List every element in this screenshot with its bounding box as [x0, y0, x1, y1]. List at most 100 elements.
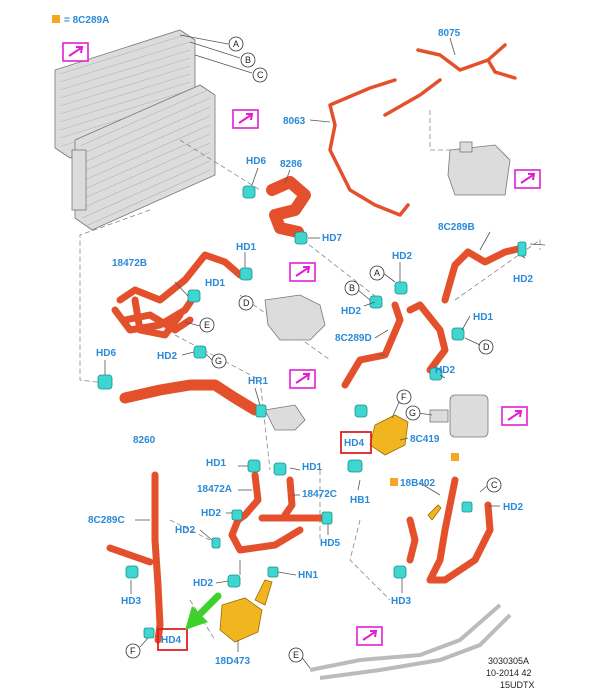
label-hd4-lower: HD4 — [161, 635, 181, 646]
ref-circle-e-1: E — [199, 317, 215, 333]
hose-18B402-group — [406, 476, 494, 584]
label-8075: 8075 — [438, 28, 461, 39]
hose-8075 — [416, 43, 517, 80]
label-hd3-left: HD3 — [121, 596, 141, 607]
label-hd7: HD7 — [322, 233, 342, 244]
svg-text:G: G — [215, 356, 222, 366]
svg-text:B: B — [349, 283, 355, 293]
ref-circle-g-1: G — [211, 353, 227, 369]
svg-text:E: E — [204, 320, 210, 330]
thermostat-housing — [264, 404, 306, 431]
svg-text:D: D — [243, 298, 250, 308]
metal-pipe-assembly — [309, 603, 512, 680]
label-hd2-c: HD2 — [341, 306, 361, 317]
green-arrow-icon — [185, 592, 222, 630]
callout-link-arrow-icon-5[interactable] — [289, 369, 316, 389]
label-hd6-upper: HD6 — [246, 156, 266, 167]
label-hr1: HR1 — [248, 376, 268, 387]
svg-text:A: A — [233, 39, 239, 49]
svg-text:A: A — [374, 268, 380, 278]
ref-circle-f-2: F — [125, 643, 141, 659]
radiator — [71, 84, 216, 231]
marker-8C289A-1 — [390, 478, 398, 486]
label-8C419: 8C419 — [410, 434, 440, 445]
label-hn1: HN1 — [298, 570, 318, 581]
svg-text:C: C — [491, 480, 498, 490]
ref-circle-c-2: C — [486, 477, 502, 493]
label-18472A: 18472A — [197, 484, 232, 495]
callout-link-arrow-icon-1[interactable] — [62, 42, 89, 62]
marker-8C289A-2 — [451, 453, 459, 461]
callout-link-arrow-icon-4[interactable] — [289, 262, 316, 282]
label-hd3-right: HD3 — [391, 596, 411, 607]
label-18D473: 18D473 — [215, 656, 250, 667]
svg-text:G: G — [409, 408, 416, 418]
label-hd1-b: HD1 — [205, 278, 225, 289]
highlight-box-hd4-upper — [340, 431, 372, 454]
hose-8286 — [266, 176, 311, 238]
ref-circle-b-1: B — [240, 52, 256, 68]
ref-circle-e-2: E — [288, 647, 304, 663]
hose-8063 — [328, 78, 442, 217]
oil-cooler — [429, 394, 489, 438]
label-hd2-i: HD2 — [503, 502, 523, 513]
ref-circle-g-2: G — [405, 405, 421, 421]
svg-text:D: D — [483, 342, 490, 352]
clamps — [97, 185, 527, 639]
callout-link-arrow-icon-3[interactable] — [514, 169, 541, 189]
label-hd2-h: HD2 — [193, 578, 213, 589]
part-18B402-sensor — [427, 504, 442, 521]
label-hd6-lower: HD6 — [96, 348, 116, 359]
label-8C289C: 8C289C — [88, 515, 125, 526]
ref-circle-c-1: C — [252, 67, 268, 83]
label-hd4-upper: HD4 — [344, 438, 364, 449]
svg-text:C: C — [257, 70, 264, 80]
hose-center-loop — [228, 516, 304, 554]
callout-link-arrow-icon-7[interactable] — [356, 626, 383, 646]
expansion-tank — [447, 141, 511, 196]
label-hd1-e: HD1 — [302, 462, 322, 473]
callout-link-arrow-icon-2[interactable] — [232, 109, 259, 129]
svg-text:F: F — [401, 392, 407, 402]
label-18472B: 18472B — [112, 258, 147, 269]
label-8063: 8063 — [283, 116, 306, 127]
hose-18472C — [258, 476, 332, 522]
hose-8C289C — [106, 471, 164, 644]
label-hd1-c: HD1 — [473, 312, 493, 323]
ref-circle-a-1: A — [228, 36, 244, 52]
label-hd1-d: HD1 — [206, 458, 226, 469]
label-hd2-a: HD2 — [157, 351, 177, 362]
label-hd5: HD5 — [320, 538, 340, 549]
callout-link-arrow-icon-6[interactable] — [501, 406, 528, 426]
svg-text:B: B — [245, 55, 251, 65]
part-18D473-body — [219, 579, 273, 643]
label-8260: 8260 — [133, 435, 156, 446]
ref-circle-d-2: D — [478, 339, 494, 355]
label-hd2-b: HD2 — [392, 251, 412, 262]
hose-8260 — [119, 379, 261, 416]
leader-lines — [104, 34, 546, 669]
highlight-box-hd4-lower — [157, 628, 188, 651]
hose-8C289B — [441, 244, 526, 304]
legend-swatch — [52, 15, 60, 23]
ref-circle-d-1: D — [238, 295, 254, 311]
legend-text: = 8C289A — [64, 15, 109, 26]
ref-circle-a-2: A — [369, 265, 385, 281]
label-hd1-a: HD1 — [236, 242, 256, 253]
part-8C419-body — [369, 414, 409, 456]
footer-date: 10-2014 42 — [486, 668, 532, 678]
label-8286: 8286 — [280, 159, 303, 170]
svg-text:F: F — [130, 646, 136, 656]
footer-code: 3030305A — [488, 656, 529, 666]
ref-circle-f-1: F — [396, 389, 412, 405]
label-hd2-e: HD2 — [513, 274, 533, 285]
hose-18472B — [111, 251, 244, 339]
label-8C289D: 8C289D — [335, 333, 372, 344]
water-pump-housing — [264, 294, 326, 341]
label-hb1: HB1 — [350, 495, 370, 506]
svg-text:E: E — [293, 650, 299, 660]
label-hd2-g: HD2 — [175, 525, 195, 536]
label-8C289B: 8C289B — [438, 222, 475, 233]
label-hd2-d: HD2 — [435, 365, 455, 376]
